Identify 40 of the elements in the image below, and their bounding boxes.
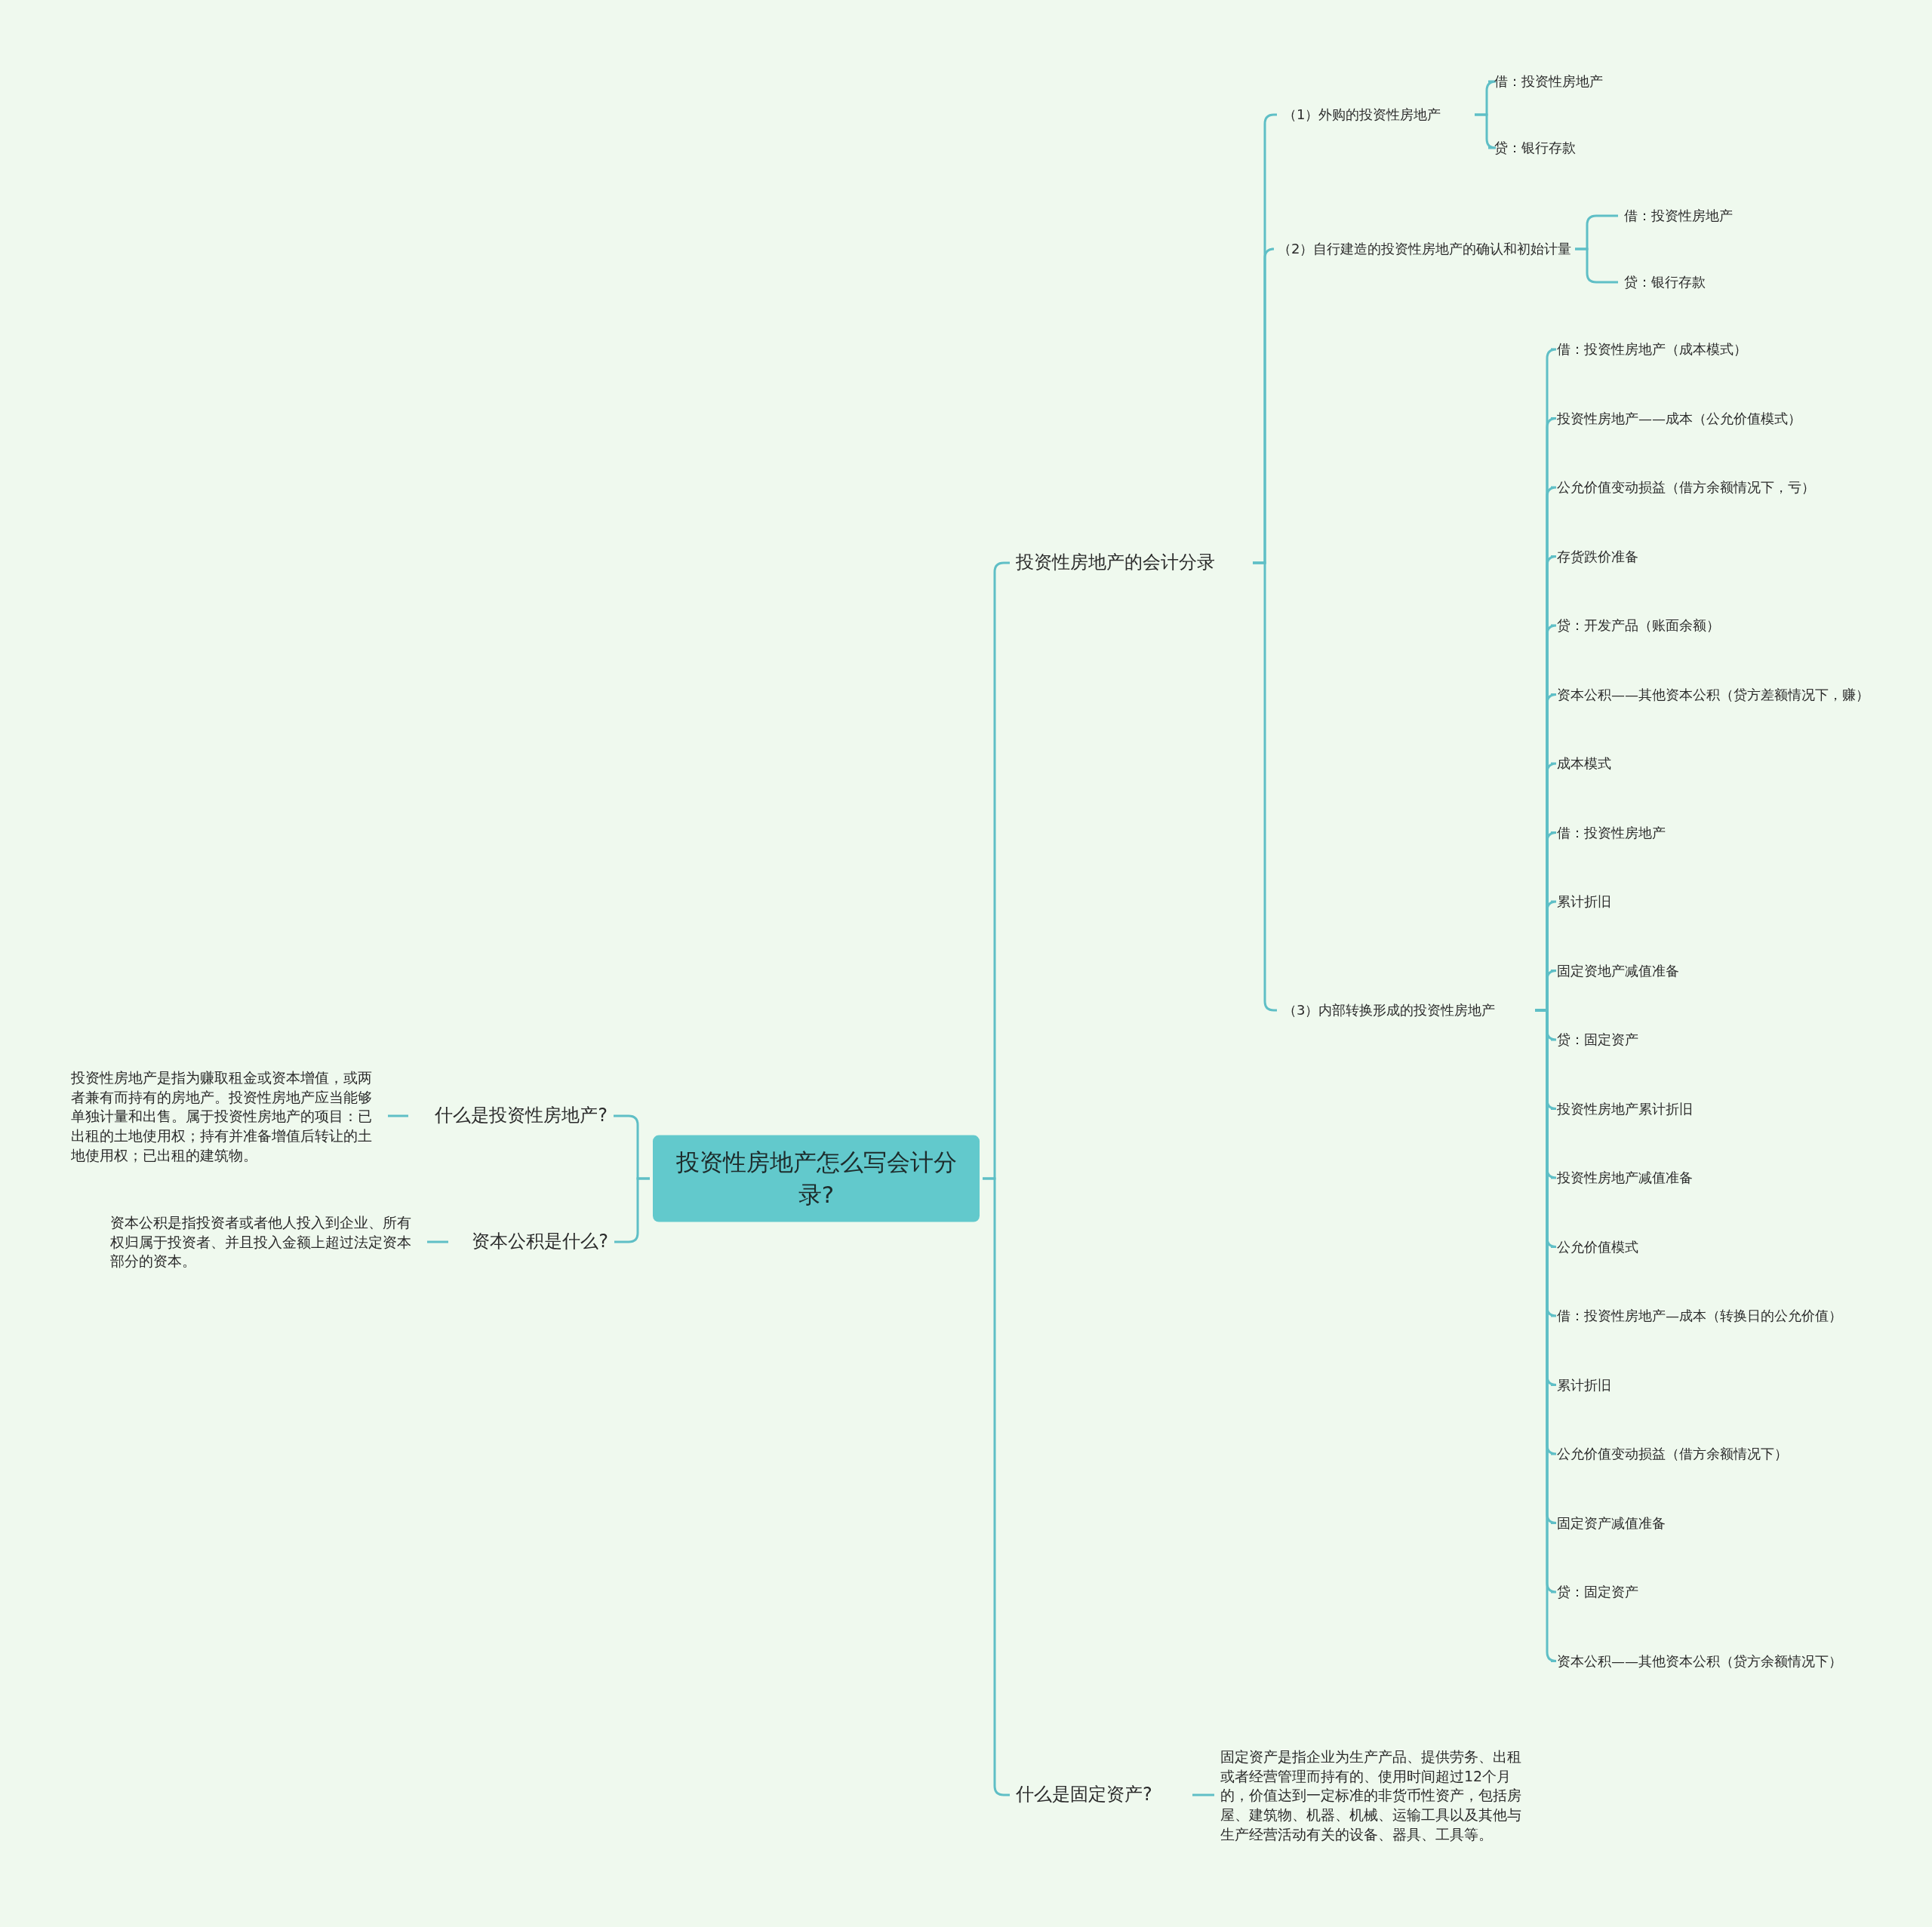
topic-text: 累计折旧 (1557, 1375, 1874, 1395)
topic-text: 贷：开发产品（账面余额） (1557, 616, 1874, 635)
topic-text: 借：投资性房地产 (1624, 206, 1805, 226)
topic-text: 存货跌价准备 (1557, 546, 1874, 567)
topic-text: （3）内部转换形成的投资性房地产 (1283, 1000, 1532, 1020)
topic-text: 成本模式 (1557, 754, 1874, 773)
topic-text: （1）外购的投资性房地产 (1283, 105, 1472, 124)
topic-text: 累计折旧 (1557, 892, 1874, 911)
topic-text: 投资性房地产的会计分录 (1016, 550, 1250, 576)
topic-text: 投资性房地产减值准备 (1557, 1168, 1874, 1188)
topic-text: 借：投资性房地产 (1557, 822, 1874, 843)
topic-text: 什么是固定资产? (1016, 1782, 1189, 1808)
topic-text: 贷：银行存款 (1494, 138, 1675, 158)
description-text: 资本公积是指投资者或者他人投入到企业、所有权归属于投资者、并且投入金额上超过法定资本部分的资本。 (110, 1212, 421, 1271)
topic-text: 投资性房地产累计折旧 (1557, 1099, 1874, 1119)
connector-line (427, 1240, 448, 1243)
topic-text: 借：投资性房地产—成本（转换日的公允价值） (1557, 1306, 1874, 1326)
description-text: 投资性房地产是指为赚取租金或资本增值，或两者兼有而持有的房地产。投资性房地产应当能够单独计量和出售。属于投资性房地产的项目：已出租的土地使用权；持有并准备增值后转让的土地使用权；已出租的建筑物。 (71, 1068, 382, 1166)
topic-text: 固定资地产减值准备 (1557, 960, 1874, 981)
topic-text: 资本公积是什么? (451, 1229, 608, 1255)
topic-text: 资本公积——其他资本公积（贷方差额情况下，赚） (1557, 684, 1874, 705)
topic-text: 公允价值变动损益（借方余额情况下，亏） (1557, 478, 1874, 497)
topic-text: 贷：银行存款 (1624, 272, 1805, 292)
connector-line (1575, 247, 1618, 284)
topic-text: （2）自行建造的投资性房地产的确认和初始计量 (1278, 239, 1572, 259)
topic-text: 固定资产减值准备 (1557, 1513, 1874, 1533)
connector-line (1192, 1793, 1214, 1796)
topic-text: 借：投资性房地产 (1494, 72, 1675, 91)
topic-text: 公允价值模式 (1557, 1237, 1874, 1257)
topic-text: 投资性房地产——成本（公允价值模式） (1557, 408, 1874, 429)
topic-text: 贷：固定资产 (1557, 1030, 1874, 1050)
connector-line (1475, 113, 1497, 149)
topic-text: 什么是投资性房地产? (411, 1103, 608, 1129)
connector-line (388, 1114, 408, 1117)
description-text: 固定资产是指企业为生产产品、提供劳务、出租或者经营管理而持有的、使用时间超过12个月的，价值达到一定标准的非货币性资产，包括房屋、建筑物、机器、机械、运输工具以及其他与生产经营活动有关的设备、器具、工具等。 (1220, 1747, 1530, 1845)
topic-text: 借：投资性房地产（成本模式） (1557, 340, 1874, 359)
topic-text: 资本公积——其他资本公积（贷方余额情况下） (1557, 1651, 1874, 1671)
central-topic-box: 投资性房地产怎么写会计分录? (653, 1135, 980, 1222)
topic-text: 贷：固定资产 (1557, 1582, 1874, 1602)
topic-text: 公允价值变动损益（借方余额情况下） (1557, 1444, 1874, 1464)
